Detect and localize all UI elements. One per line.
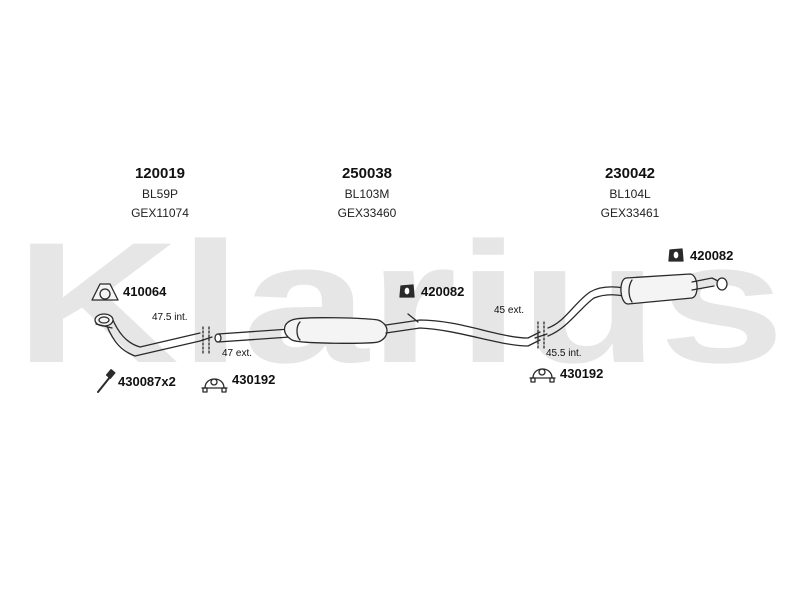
brand-watermark: Klarius: [15, 207, 785, 399]
part-number-gasket: 410064: [123, 284, 167, 299]
section-code-rear: 230042: [604, 165, 656, 182]
middle-silencer-section: [214, 313, 541, 347]
left-joint-marker: [199, 326, 213, 356]
front-pipe: [94, 313, 201, 357]
clamp-icon: [201, 378, 228, 393]
section-gex-rear: GEX33461: [600, 206, 660, 220]
hanger-icon: [399, 284, 415, 298]
bolt-icon: [97, 369, 116, 393]
section-code-middle: 250038: [341, 165, 393, 182]
hanger-icon: [668, 248, 684, 262]
part-number-clamp-right: 430192: [560, 366, 604, 381]
part-number-clamp-left: 430192: [232, 372, 276, 387]
section-ref-rear: BL104L: [609, 187, 651, 201]
part-number-bolt: 430087x2: [118, 374, 176, 389]
gasket-icon: [91, 283, 119, 301]
dimension-left-internal: 47.5 int.: [152, 312, 188, 323]
part-number-hanger-rear: 420082: [690, 248, 734, 263]
section-gex-front: GEX11074: [131, 206, 189, 220]
dimension-left-external: 47 ext.: [222, 348, 253, 359]
part-number-hanger-middle: 420082: [421, 284, 465, 299]
dimension-right-internal: 45.5 int.: [546, 348, 582, 359]
rear-silencer-section: [547, 273, 728, 337]
section-ref-front: BL59P: [141, 187, 179, 201]
clamp-icon: [529, 368, 556, 383]
section-ref-middle: BL103M: [344, 187, 390, 201]
dimension-right-external: 45 ext.: [494, 305, 525, 316]
right-joint-marker: [534, 321, 548, 349]
section-code-front: 120019: [134, 165, 186, 182]
section-gex-middle: GEX33460: [337, 206, 397, 220]
